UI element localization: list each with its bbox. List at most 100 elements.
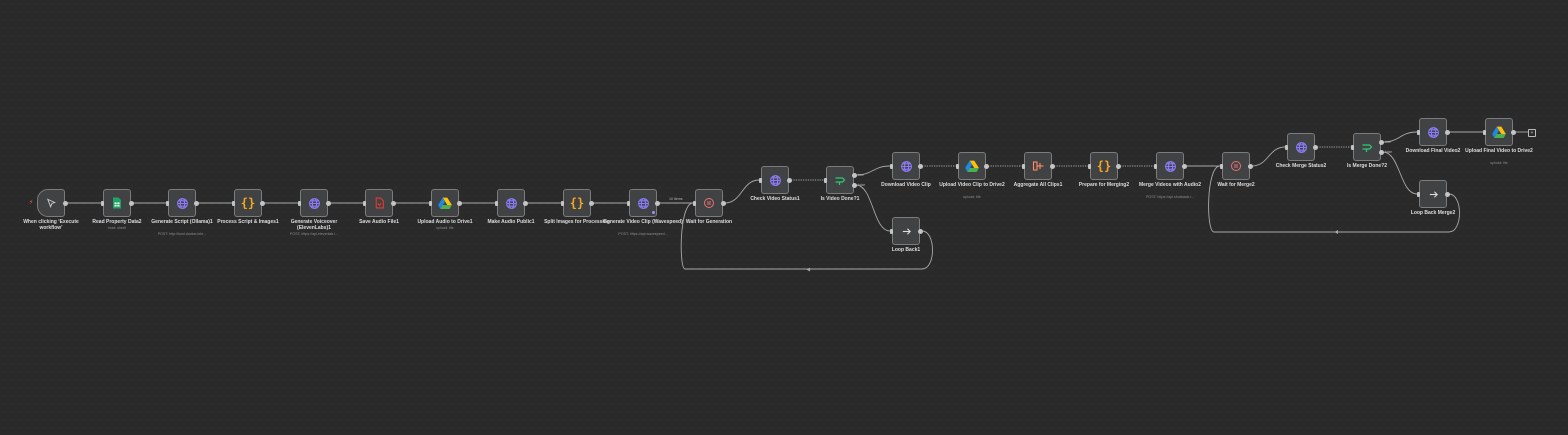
output-handle-false[interactable] [1378, 149, 1384, 155]
node-merge-videos-with-audio2[interactable] [1156, 152, 1184, 180]
output-handle[interactable] [654, 200, 660, 206]
output-handle[interactable] [1312, 144, 1318, 150]
output-handle[interactable] [1444, 191, 1450, 197]
node-when-clicking-execute-workflow[interactable] [37, 189, 65, 217]
node-is-merge-done-2[interactable] [1353, 133, 1381, 161]
input-handle[interactable] [693, 200, 696, 206]
node-download-video-clip[interactable] [892, 152, 920, 180]
node-label: Upload Audio to Drive1 [417, 219, 473, 225]
input-handle[interactable] [298, 200, 301, 206]
node-prepare-for-merging2[interactable]: {} [1090, 152, 1118, 180]
output-handle[interactable] [1510, 129, 1516, 135]
input-handle[interactable] [890, 228, 893, 234]
node-label: Generate Script (Ollama)1 [151, 219, 213, 225]
input-handle[interactable] [1022, 163, 1025, 169]
node-label: Wait for Merge2 [1217, 182, 1255, 188]
input-handle[interactable] [1220, 163, 1223, 169]
add-node-button[interactable]: + [1528, 128, 1536, 137]
input-handle[interactable] [1351, 144, 1354, 150]
node-label: Is Video Done?1 [820, 196, 860, 202]
output-handle[interactable] [1181, 163, 1187, 169]
output-handle-false[interactable] [851, 182, 857, 188]
input-handle[interactable] [429, 200, 432, 206]
node-upload-video-clip-to-drive2[interactable] [958, 152, 986, 180]
node-label: Upload Final Video to Drive2 [1465, 148, 1533, 154]
connection-n22-n23[interactable] [1382, 131, 1418, 143]
input-handle[interactable] [1483, 129, 1486, 135]
node-is-video-done-1[interactable] [826, 166, 854, 194]
connection-n13-n14[interactable] [855, 165, 891, 176]
node-split-images-for-processing[interactable]: {} [563, 189, 591, 217]
node-generate-voiceover-elevenlabs-1[interactable] [300, 189, 328, 217]
drive-icon [438, 197, 452, 209]
connection-n22-n24[interactable] [1382, 151, 1418, 195]
output-handle[interactable] [193, 200, 199, 206]
input-handle[interactable] [101, 200, 104, 206]
output-handle[interactable] [325, 200, 331, 206]
input-handle[interactable] [890, 163, 893, 169]
node-generate-script-ollama-1[interactable] [168, 189, 196, 217]
input-handle[interactable] [232, 200, 235, 206]
handle-label-true: true [858, 172, 864, 177]
input-handle[interactable] [759, 177, 762, 183]
input-handle[interactable] [824, 177, 827, 183]
node-check-video-status1[interactable] [761, 166, 789, 194]
output-handle[interactable] [128, 200, 134, 206]
input-handle[interactable] [1088, 163, 1091, 169]
node-label: Save Audio File1 [359, 219, 399, 225]
output-handle-true[interactable] [1378, 139, 1384, 145]
input-handle[interactable] [956, 163, 959, 169]
output-handle[interactable] [1115, 163, 1121, 169]
output-handle[interactable] [917, 163, 923, 169]
output-handle[interactable] [1444, 129, 1450, 135]
output-handle[interactable] [1049, 163, 1055, 169]
input-handle[interactable] [1417, 129, 1420, 135]
node-loop-back1[interactable] [892, 217, 920, 245]
output-handle[interactable] [1247, 163, 1253, 169]
node-wait-for-generation[interactable] [695, 189, 723, 217]
node-upload-final-video-to-drive2[interactable] [1485, 118, 1513, 146]
node-subtitle: POST: https://api.wavespeed... [618, 231, 668, 236]
output-handle[interactable] [259, 200, 265, 206]
output-handle[interactable] [720, 200, 726, 206]
node-label: Merge Videos with Audio2 [1139, 182, 1201, 188]
file-icon [374, 197, 385, 209]
node-make-audio-public1[interactable] [497, 189, 525, 217]
input-handle[interactable] [1285, 144, 1288, 150]
input-handle[interactable] [166, 200, 169, 206]
output-handle[interactable] [62, 200, 68, 206]
node-label: Aggregate All Clips1 [1013, 182, 1063, 188]
output-handle[interactable] [588, 200, 594, 206]
connection-loop-back-video[interactable] [680, 202, 933, 270]
connection-loop-back-merge[interactable] [1208, 165, 1460, 233]
node-loop-back-merge2[interactable] [1419, 180, 1447, 208]
output-handle[interactable] [917, 228, 923, 234]
node-label: Check Video Status1 [750, 196, 800, 202]
node-process-script-images1[interactable]: {} [234, 189, 262, 217]
input-handle[interactable] [1154, 163, 1157, 169]
input-handle[interactable] [495, 200, 498, 206]
input-handle[interactable] [627, 200, 630, 206]
node-upload-audio-to-drive1[interactable] [431, 189, 459, 217]
connection-n11-n12[interactable] [724, 179, 760, 204]
arrow-right-icon [1428, 189, 1439, 200]
node-download-final-video2[interactable] [1419, 118, 1447, 146]
output-handle[interactable] [786, 177, 792, 183]
output-handle[interactable] [390, 200, 396, 206]
connection-n13-n15[interactable] [855, 184, 891, 232]
node-aggregate-all-clips1[interactable] [1024, 152, 1052, 180]
node-save-audio-file1[interactable] [365, 189, 393, 217]
node-check-merge-status2[interactable] [1287, 133, 1315, 161]
connection-n20-n21[interactable] [1251, 146, 1286, 167]
output-handle-true[interactable] [851, 172, 857, 178]
output-handle[interactable] [522, 200, 528, 206]
output-handle[interactable] [983, 163, 989, 169]
input-handle[interactable] [363, 200, 366, 206]
input-handle[interactable] [1417, 191, 1420, 197]
output-handle[interactable] [456, 200, 462, 206]
globe-icon [505, 197, 518, 210]
input-handle[interactable] [561, 200, 564, 206]
node-read-property-data2[interactable] [103, 189, 131, 217]
node-wait-for-merge2[interactable] [1222, 152, 1250, 180]
